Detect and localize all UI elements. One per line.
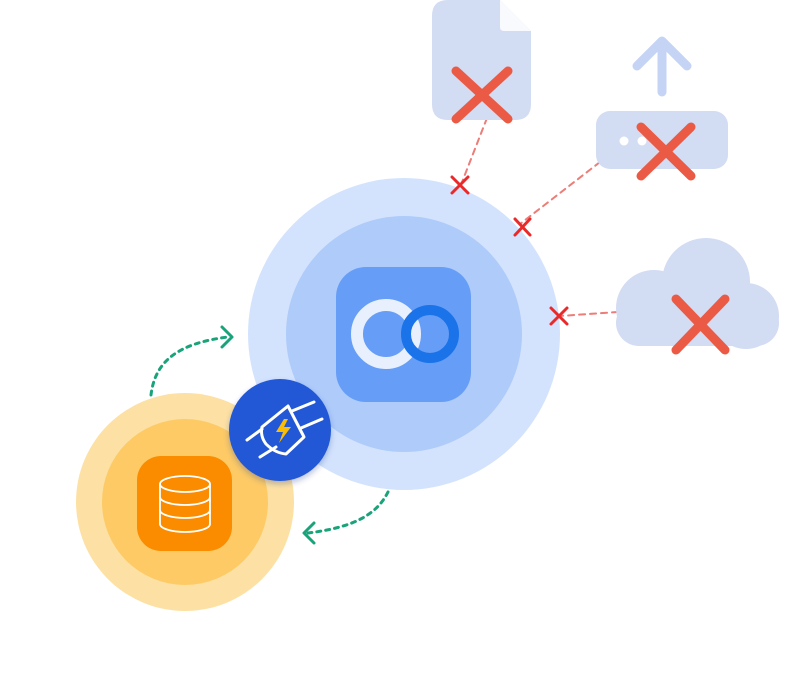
plug-bolt-icon	[276, 419, 291, 443]
break-marker-cloud	[549, 306, 569, 326]
sync-arrow-up	[149, 335, 230, 397]
sync-arrowhead-up	[220, 325, 234, 349]
linked-rings-icon	[351, 299, 459, 369]
sync-arrowhead-down	[302, 521, 316, 545]
connector-badge	[229, 379, 331, 481]
link-hub-cloud	[559, 311, 619, 317]
server-led-1	[619, 136, 629, 146]
break-markers	[450, 175, 569, 326]
break-marker-upload	[513, 217, 532, 237]
upload-node	[596, 36, 728, 181]
db-tile	[137, 456, 232, 551]
hub-node	[248, 178, 560, 490]
link-hub-upload	[519, 161, 601, 225]
sync-arrows	[149, 325, 390, 545]
server-led-2	[637, 136, 647, 146]
plug-icon	[245, 400, 324, 459]
document-fold	[500, 0, 531, 31]
database-icon	[159, 475, 211, 533]
file-node	[432, 0, 531, 124]
upload-arrow-icon	[632, 36, 692, 97]
upload-disconnected-icon	[636, 122, 696, 181]
cloud-disconnected-icon	[671, 294, 730, 355]
break-marker-file	[450, 175, 470, 195]
sync-arrow-down	[306, 490, 390, 535]
file-disconnected-icon	[451, 66, 513, 124]
cloud-node	[616, 238, 779, 355]
